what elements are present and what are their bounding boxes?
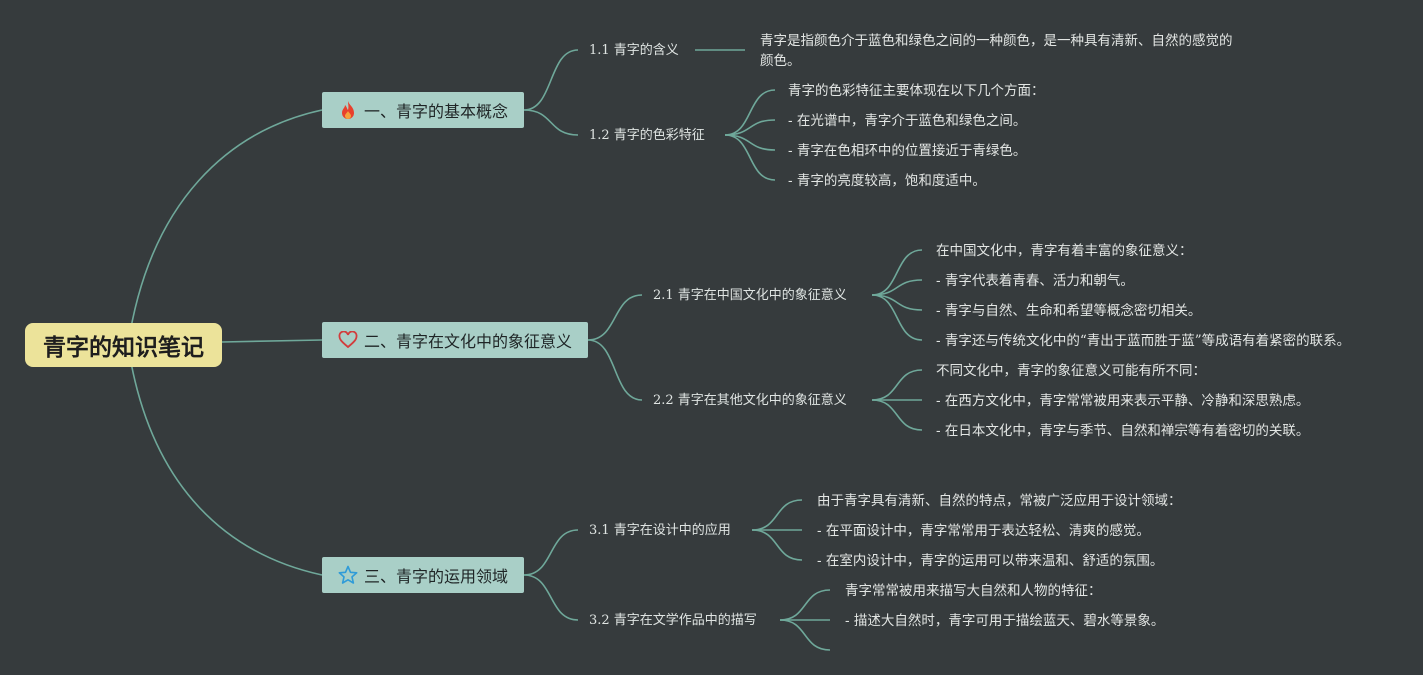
leaf-text[interactable]: - 在日本文化中，青字与季节、自然和禅宗等有着密切的关联。	[936, 423, 1310, 439]
connector-line	[871, 294, 923, 311]
leaf-text[interactable]: 颜色。	[760, 53, 801, 69]
leaf-text[interactable]: 青字是指颜色介于蓝色和绿色之间的一种颜色，是一种具有清新、自然的感觉的	[760, 33, 1233, 49]
leaf-text[interactable]: 由于青字具有清新、自然的特点，常被广泛应用于设计领域：	[817, 493, 1182, 509]
connector-line	[751, 529, 803, 561]
connector-line	[724, 134, 776, 151]
connector-line	[871, 279, 923, 296]
leaf-text[interactable]: - 青字在色相环中的位置接近于青绿色。	[788, 143, 1027, 159]
connector-line	[871, 399, 923, 431]
leaf-text[interactable]: - 描述大自然时，青字可用于描绘蓝天、碧水等景象。	[845, 613, 1165, 629]
leaf-text[interactable]: - 青字与自然、生命和希望等概念密切相关。	[936, 303, 1202, 319]
connector-line	[779, 619, 831, 651]
connector-line	[871, 249, 923, 296]
leaf-text[interactable]: 青字常常被用来描写大自然和人物的特征：	[845, 583, 1102, 599]
main-topic-label: 二、青字在文化中的象征意义	[363, 332, 572, 351]
leaf-text[interactable]: - 青字还与传统文化中的“青出于蓝而胜于蓝”等成语有着紧密的联系。	[936, 333, 1351, 349]
leaf-text[interactable]: - 青字代表着青春、活力和朝气。	[936, 273, 1134, 289]
leaf-text[interactable]: - 在光谱中，青字介于蓝色和绿色之间。	[788, 113, 1027, 129]
connector-line	[751, 499, 803, 531]
subtopic-3-1[interactable]: 3.1 青字在设计中的应用	[589, 523, 731, 538]
main-topic-label: 一、青字的基本概念	[363, 102, 508, 121]
fire-icon	[338, 100, 358, 120]
leaf-text[interactable]: - 在西方文化中，青字常常被用来表示平静、冷静和深思熟虑。	[936, 393, 1310, 409]
connector-line	[724, 134, 776, 181]
leaf-text[interactable]: 在中国文化中，青字有着丰富的象征意义：	[936, 243, 1193, 259]
connector-line	[587, 339, 643, 401]
leaf-text[interactable]: 青字的色彩特征主要体现在以下几个方面：	[788, 83, 1045, 99]
leaf-text[interactable]: 不同文化中，青字的象征意义可能有所不同：	[936, 363, 1206, 379]
main-topic-3[interactable]: 三、青字的运用领域	[322, 557, 524, 593]
main-topic-label: 三、青字的运用领域	[363, 567, 508, 586]
main-topic-1[interactable]: 一、青字的基本概念	[322, 92, 524, 128]
subtopic-1-2[interactable]: 1.2 青字的色彩特征	[589, 128, 705, 143]
connector-line	[587, 294, 643, 341]
connector-line	[523, 529, 579, 576]
connector-line	[871, 294, 923, 341]
connector-line	[127, 344, 323, 576]
connector-line	[523, 109, 579, 136]
connector-line	[724, 89, 776, 136]
connector-line	[523, 49, 579, 111]
connector-line	[724, 119, 776, 136]
leaf-text[interactable]: - 青字的亮度较高，饱和度适中。	[788, 173, 986, 189]
connector-line	[221, 339, 323, 343]
connector-line	[871, 369, 923, 401]
subtopic-2-1[interactable]: 2.1 青字在中国文化中的象征意义	[653, 288, 847, 303]
leaf-text[interactable]: - 在室内设计中，青字的运用可以带来温和、舒适的氛围。	[817, 553, 1164, 569]
connector-line	[523, 574, 579, 621]
connector-line	[127, 109, 323, 346]
subtopic-2-2[interactable]: 2.2 青字在其他文化中的象征意义	[653, 393, 847, 408]
subtopic-3-2[interactable]: 3.2 青字在文学作品中的描写	[589, 613, 757, 628]
heart-icon	[338, 330, 358, 350]
leaf-text[interactable]: - 在平面设计中，青字常常用于表达轻松、清爽的感觉。	[817, 523, 1150, 539]
connector-line	[779, 589, 831, 621]
root-topic[interactable]: 青字的知识笔记	[25, 323, 222, 367]
star-icon	[338, 565, 358, 585]
main-topic-2[interactable]: 二、青字在文化中的象征意义	[322, 322, 588, 358]
subtopic-1-1[interactable]: 1.1 青字的含义	[589, 43, 679, 58]
